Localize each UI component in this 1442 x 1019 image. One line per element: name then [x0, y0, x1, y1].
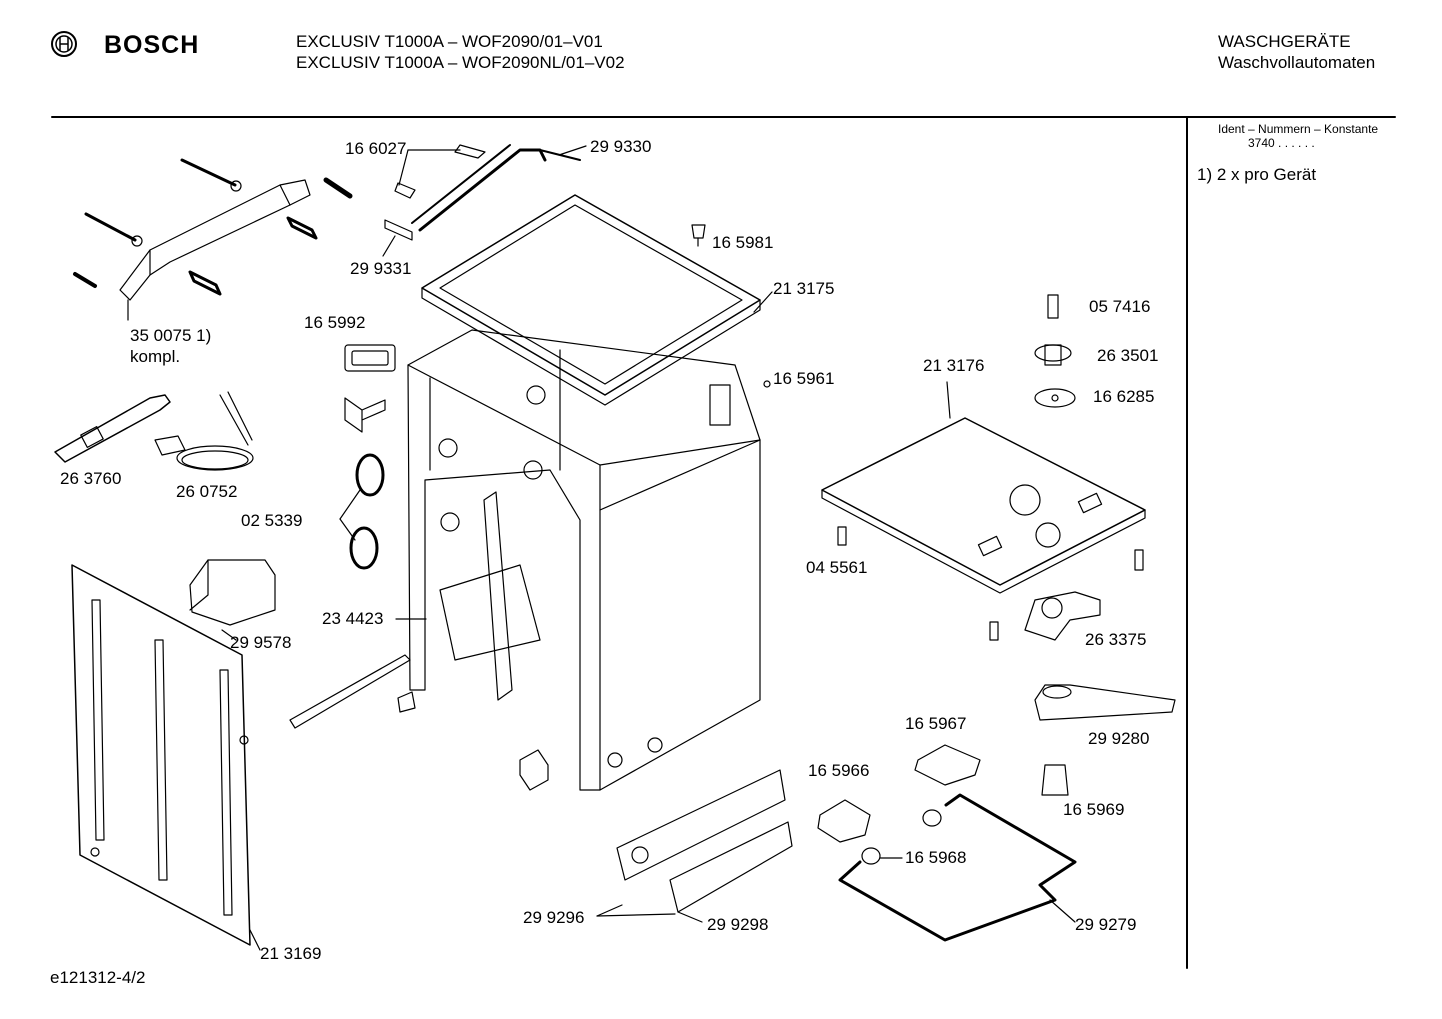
washer-165961 [764, 381, 770, 387]
foot-parts [1035, 295, 1075, 407]
sensor [398, 692, 415, 712]
seals-025339 [351, 455, 383, 568]
module-165966 [818, 800, 870, 842]
side-panel-213169 [72, 565, 250, 945]
part-label-057416: 05 7416 [1089, 297, 1151, 316]
cap-b [862, 848, 880, 864]
subcategory-title: Waschvollautomaten [1218, 53, 1376, 72]
rear-bracket-assembly [75, 160, 350, 320]
part-label-165961: 16 5961 [773, 369, 835, 388]
part-label-165967: 16 5967 [905, 714, 967, 733]
part-label-299330: 29 9330 [590, 137, 652, 156]
plug-165969 [1042, 765, 1068, 795]
part-label-299280: 29 9280 [1088, 729, 1150, 748]
base-frame [822, 418, 1145, 593]
ident-value: 3740 . . . . . . [1248, 136, 1315, 150]
lower-bracket [520, 750, 548, 790]
part-label-263760: 26 3760 [60, 469, 122, 488]
part-label-350075: 35 0075 1) [130, 326, 212, 345]
part-label-263375: 26 3375 [1085, 630, 1147, 649]
part-label-045561: 04 5561 [806, 558, 868, 577]
part-label-260752: 26 0752 [176, 482, 238, 501]
side-rail [290, 655, 410, 728]
part-label-165968: 16 5968 [905, 848, 967, 867]
part-label-165966: 16 5966 [808, 761, 870, 780]
door-rods [385, 145, 580, 240]
detergent-drawer [617, 770, 792, 912]
part-label-299578: 29 9578 [230, 633, 292, 652]
part-label-213169: 21 3169 [260, 944, 322, 963]
part-label-165981: 16 5981 [712, 233, 774, 252]
brand-name: BOSCH [104, 31, 200, 59]
hinge-strip [484, 492, 512, 700]
cabinet-body [408, 330, 760, 790]
part-label-166027: 16 6027 [345, 139, 407, 158]
cap-a [923, 810, 941, 826]
wrench-263760 [55, 395, 170, 462]
part-label-263501: 26 3501 [1097, 346, 1159, 365]
part-label-299331: 29 9331 [350, 259, 412, 278]
screw-right [1135, 550, 1143, 570]
bosch-armature-icon [51, 31, 77, 57]
top-cover [422, 195, 760, 405]
part-label-165969: 16 5969 [1063, 800, 1125, 819]
bosch-logo [50, 30, 78, 63]
part-label-165992: 16 5992 [304, 313, 366, 332]
housing-299578 [190, 560, 275, 625]
screw-045561 [838, 527, 846, 545]
tube-299279 [840, 795, 1075, 940]
window-frame-165992 [345, 345, 395, 371]
screw-lower [990, 622, 998, 640]
part-label-025339: 02 5339 [241, 511, 303, 530]
part-label-213176: 21 3176 [923, 356, 985, 375]
part-label-234423: 23 4423 [322, 609, 384, 628]
part-label-213175: 21 3175 [773, 279, 835, 298]
model-line-1: EXCLUSIV T1000A – WOF2090/01–V01 [296, 32, 603, 51]
ident-heading: Ident – Nummern – Konstante [1218, 122, 1379, 136]
small-bracket [345, 398, 385, 432]
model-line-2: EXCLUSIV T1000A – WOF2090NL/01–V02 [296, 53, 625, 72]
pump-cover-263375 [1025, 592, 1100, 640]
clip-165981 [692, 225, 705, 246]
part-label-299296: 29 9296 [523, 908, 585, 927]
drawing-id: e121312-4/2 [50, 968, 146, 987]
power-cable-260752 [155, 392, 253, 470]
part-label-299279: 29 9279 [1075, 915, 1137, 934]
module-165967 [915, 745, 980, 785]
part-label-299298: 29 9298 [707, 915, 769, 934]
footnote: 1) 2 x pro Gerät [1197, 165, 1317, 184]
part-label-kompl: kompl. [130, 347, 181, 366]
category-title: WASCHGERÄTE [1218, 32, 1351, 51]
sump-299280 [1035, 685, 1175, 720]
part-label-166285: 16 6285 [1093, 387, 1155, 406]
